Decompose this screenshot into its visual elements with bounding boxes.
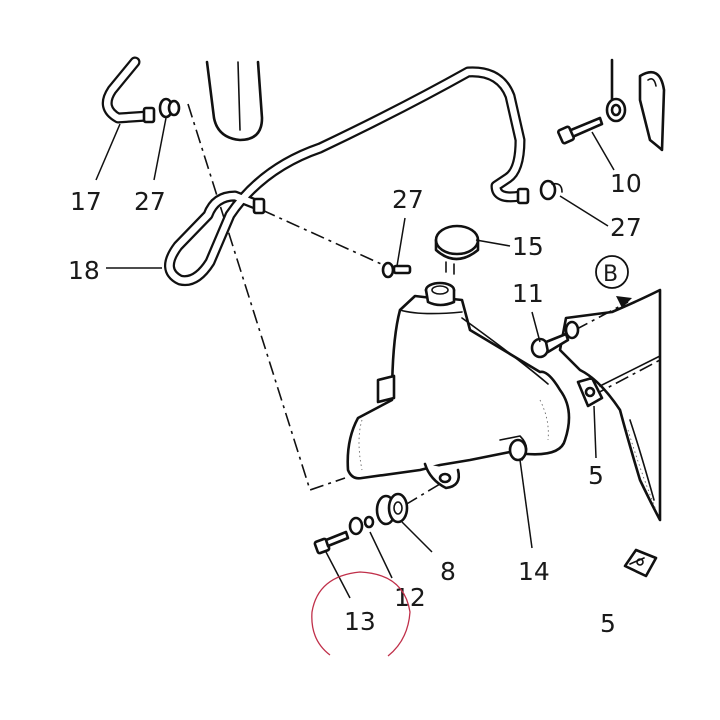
clip-nut-5-bracket xyxy=(576,376,604,408)
clip-27-tank xyxy=(381,261,412,279)
bolt-13 xyxy=(313,530,350,555)
callout-27-upper-right: 27 xyxy=(610,213,642,242)
screw-11 xyxy=(530,320,580,359)
reservoir-tank-14 xyxy=(346,281,571,490)
arrow-icon xyxy=(616,296,632,308)
callout-5-loose: 5 xyxy=(600,609,616,638)
view-b-label: B xyxy=(603,262,618,287)
callout-13: 13 xyxy=(344,607,376,636)
frame-bracket-right xyxy=(558,288,662,522)
callout-labels: 17 27 18 27 15 10 27 11 5 14 8 12 13 5 xyxy=(68,169,642,638)
bolt-10 xyxy=(557,97,627,145)
callout-8: 8 xyxy=(440,557,456,586)
clip-27-upper-right xyxy=(539,179,563,201)
hose-17 xyxy=(101,56,156,124)
clip-nut-5-loose xyxy=(623,548,658,578)
clip-27-upper-left xyxy=(158,97,181,119)
callout-5-bracket: 5 xyxy=(588,461,604,490)
callout-18: 18 xyxy=(68,256,100,285)
callout-17: 17 xyxy=(70,187,102,216)
callout-27-upper-left: 27 xyxy=(134,187,166,216)
view-reference-b: B xyxy=(595,255,632,308)
grommet-8 xyxy=(375,492,409,526)
view-b-circle xyxy=(595,255,629,289)
frame-panel-right-top xyxy=(610,58,666,152)
callout-11: 11 xyxy=(512,279,544,308)
callout-27-tank: 27 xyxy=(392,185,424,214)
cap-15 xyxy=(434,224,480,275)
frame-panel-left xyxy=(205,60,264,142)
callout-10: 10 xyxy=(610,169,642,198)
leader-lines xyxy=(95,117,615,599)
washer-12 xyxy=(348,515,375,536)
callout-15: 15 xyxy=(512,232,544,261)
callout-14: 14 xyxy=(518,557,550,586)
hose-18 xyxy=(164,66,530,287)
annotation-circle xyxy=(311,571,411,657)
assembly-lines xyxy=(187,103,661,506)
